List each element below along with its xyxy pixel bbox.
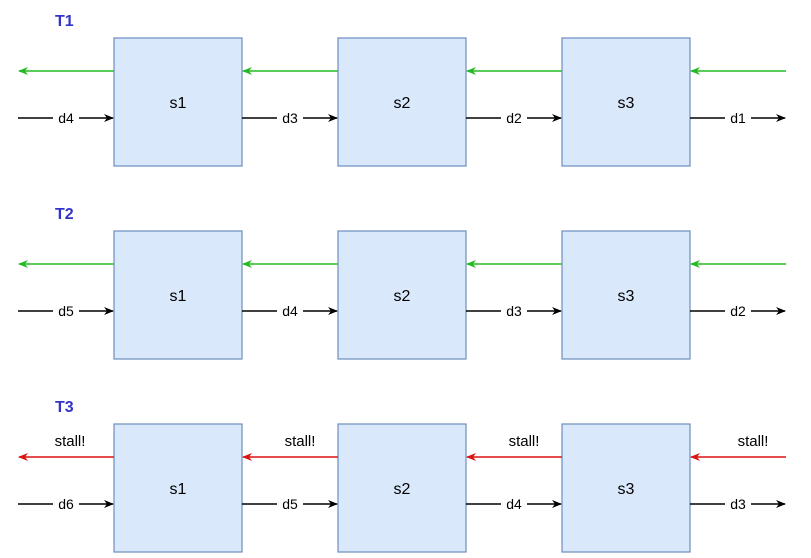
row-label: T3 <box>55 399 74 416</box>
stage-label: s2 <box>394 288 411 305</box>
stage-label: s3 <box>618 481 635 498</box>
data-label-bg <box>501 495 527 513</box>
data-label: d4 <box>506 496 522 512</box>
data-label: d4 <box>282 303 298 319</box>
stage-box <box>337 37 467 167</box>
pipeline-row-1: T1 s1 s2 s3 d4 d3 d2 d1 <box>18 13 786 167</box>
data-label: d2 <box>730 303 746 319</box>
data-label: d3 <box>506 303 522 319</box>
data-label-bg <box>277 302 303 320</box>
stage-label: s1 <box>170 288 187 305</box>
stall-label: stall! <box>509 433 540 450</box>
data-label-bg <box>53 109 79 127</box>
pipeline-row-2: T2 s1 s2 s3 d5 d4 d3 d2 <box>18 206 786 360</box>
data-label-bg <box>277 495 303 513</box>
stage-box <box>337 230 467 360</box>
stage-label: s2 <box>394 481 411 498</box>
data-label: d2 <box>506 110 522 126</box>
data-label: d6 <box>58 496 74 512</box>
stage-box <box>337 423 467 553</box>
stage-box <box>113 37 243 167</box>
stage-box <box>561 37 691 167</box>
row-label: T1 <box>55 13 74 30</box>
stage-label: s1 <box>170 481 187 498</box>
data-label-bg <box>725 109 751 127</box>
stage-box <box>113 230 243 360</box>
stall-label: stall! <box>285 433 316 450</box>
stall-label: stall! <box>55 433 86 450</box>
data-label-bg <box>725 495 751 513</box>
stage-box <box>113 423 243 553</box>
data-label: d4 <box>58 110 74 126</box>
data-label: d5 <box>282 496 298 512</box>
stage-label: s3 <box>618 288 635 305</box>
data-label-bg <box>277 109 303 127</box>
stage-label: s3 <box>618 95 635 112</box>
row-label: T2 <box>55 206 74 223</box>
data-label-bg <box>53 302 79 320</box>
data-label: d3 <box>730 496 746 512</box>
stall-label: stall! <box>738 433 769 450</box>
pipeline-row-3: T3 s1 s2 s3 stall! stall! stall! stall! d6 d5 d4 d3 <box>18 399 786 553</box>
data-label-bg <box>725 302 751 320</box>
data-label: d5 <box>58 303 74 319</box>
data-label-bg <box>53 495 79 513</box>
stage-label: s1 <box>170 95 187 112</box>
stage-label: s2 <box>394 95 411 112</box>
data-label-bg <box>501 109 527 127</box>
data-label: d3 <box>282 110 298 126</box>
stage-box <box>561 423 691 553</box>
stage-box <box>561 230 691 360</box>
data-label: d1 <box>730 110 746 126</box>
data-label-bg <box>501 302 527 320</box>
